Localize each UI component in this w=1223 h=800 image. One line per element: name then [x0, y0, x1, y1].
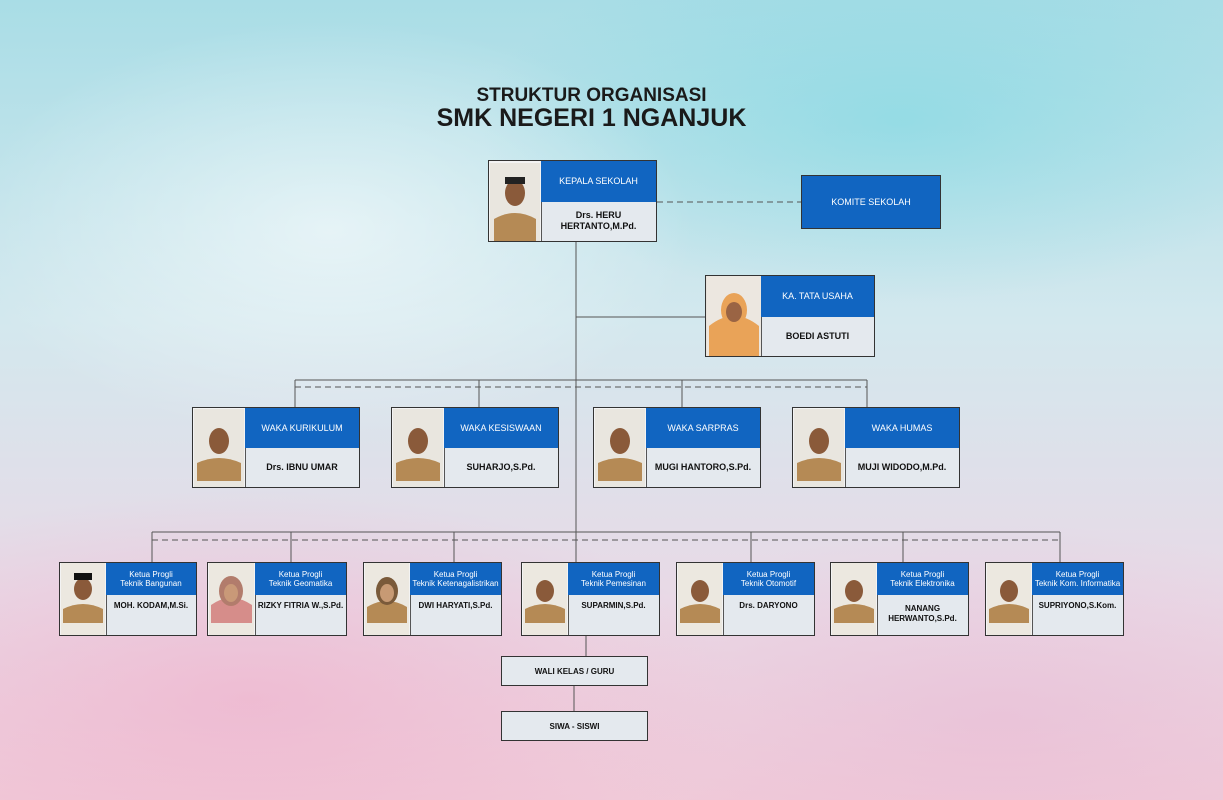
progli-photo-2 — [208, 563, 256, 635]
waka-card-4: WAKA HUMAS MUJI WIDODO,M.Pd. — [792, 407, 960, 488]
waka-card-3: WAKA SARPRAS MUGI HANTORO,S.Pd. — [593, 407, 761, 488]
wali-kelas-box: WALI KELAS / GURU — [501, 656, 648, 686]
progli-photo-3 — [364, 563, 411, 635]
progli-name-2: RIZKY FITRIA W.,S.Pd. — [257, 601, 344, 610]
waka-card-2: WAKA KESISWAAN SUHARJO,S.Pd. — [391, 407, 559, 488]
waka-photo-1 — [193, 408, 246, 487]
progli-name-7: SUPRIYONO,S.Kom. — [1038, 601, 1117, 610]
progli-photo-6 — [831, 563, 878, 635]
waka-role-2: WAKA KESISWAAN — [444, 408, 558, 448]
progli-photo-5 — [677, 563, 724, 635]
progli-name-3: DWI HARYATI,S.Pd. — [418, 601, 493, 610]
waka-name-3: MUGI HANTORO,S.Pd. — [654, 461, 752, 472]
waka-photo-2 — [392, 408, 445, 487]
progli-photo-1 — [60, 563, 107, 635]
waka-role-4: WAKA HUMAS — [845, 408, 959, 448]
progli-name-1: MOH. KODAM,M.Si. — [113, 601, 189, 610]
tata-usaha-role: KA. TATA USAHA — [761, 276, 874, 317]
progli-photo-4 — [522, 563, 569, 635]
kepala-sekolah-photo — [489, 161, 542, 241]
waka-role-1: WAKA KURIKULUM — [245, 408, 359, 448]
school-name: SMK NEGERI 1 NGANJUK — [436, 104, 747, 132]
chart-title: STRUKTUR ORGANISASI — [476, 85, 707, 106]
siswa-box: SIWA - SISWI — [501, 711, 648, 741]
tata-usaha-name: BOEDI ASTUTI — [785, 330, 850, 341]
progli-name-5: Drs. DARYONO — [739, 601, 798, 610]
waka-name-2: SUHARJO,S.Pd. — [466, 461, 536, 472]
komite-sekolah-box: KOMITE SEKOLAH — [801, 175, 941, 229]
waka-role-3: WAKA SARPRAS — [646, 408, 760, 448]
waka-photo-4 — [793, 408, 846, 487]
waka-name-4: MUJI WIDODO,M.Pd. — [857, 461, 947, 472]
waka-card-1: WAKA KURIKULUM Drs. IBNU UMAR — [192, 407, 360, 488]
progli-name-4: SUPARMIN,S.Pd. — [581, 601, 646, 610]
tata-usaha-photo — [706, 276, 762, 356]
progli-name-6: NANANG HERWANTO,S.Pd. — [888, 604, 957, 623]
waka-name-1: Drs. IBNU UMAR — [266, 461, 338, 472]
kepala-sekolah-name: Drs. HERU HERTANTO,M.Pd. — [560, 210, 637, 231]
waka-photo-3 — [594, 408, 647, 487]
progli-photo-7 — [986, 563, 1033, 635]
kepala-sekolah-card: KEPALA SEKOLAH Drs. HERU HERTANTO,M.Pd. — [488, 160, 657, 242]
tata-usaha-card: KA. TATA USAHA BOEDI ASTUTI — [705, 275, 875, 357]
kepala-sekolah-role: KEPALA SEKOLAH — [541, 161, 656, 202]
